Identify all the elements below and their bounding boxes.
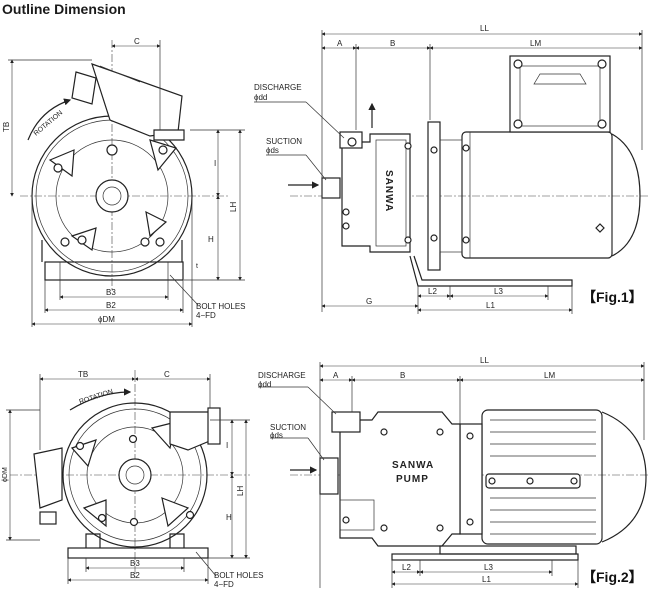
- fig2-dim-l1-label: L1: [482, 575, 491, 584]
- fig2-dim-b2-label: B2: [130, 571, 140, 580]
- fig2-bolt-holes-label: BOLT HOLES: [214, 571, 264, 580]
- fig2-dim-l3-label: L3: [484, 563, 493, 572]
- dim-b3-label: B3: [106, 288, 116, 297]
- fig2-dim-l2-label: L2: [402, 563, 411, 572]
- fig2-dim-b3-label: B3: [130, 559, 140, 568]
- fig2-rotation-label: ROTATION: [78, 388, 114, 406]
- dim-l3-label: L3: [494, 287, 503, 296]
- dim-l1-label: L1: [486, 301, 495, 310]
- fig2-dim-dm-label: ϕDM: [2, 467, 9, 482]
- fig2-brand-sanwa: SANWA: [392, 460, 434, 471]
- fig1-caption: 【Fig.1】: [582, 289, 643, 305]
- fd-label: 4−FD: [196, 311, 216, 320]
- dim-dm-label: ϕDM: [98, 315, 115, 324]
- fig2-front-view: TB C ROTATION ϕDM I LH H B3 B2 BOLT HOLE…: [2, 370, 264, 589]
- dim-tb-label: TB: [2, 122, 11, 132]
- fig2-discharge-dd-label: ϕdd: [258, 380, 271, 389]
- fig1-front-view: C TB ROTATION I LH H t B3 B2 ϕDM BOLT HO…: [2, 37, 246, 327]
- suction-ds-label: ϕds: [266, 146, 279, 155]
- discharge-label: DISCHARGE: [254, 83, 302, 92]
- fig2-dim-ll-label: LL: [480, 356, 489, 365]
- fig2-dim-c-label: C: [164, 370, 170, 379]
- fig1-brand: SANWA: [383, 170, 394, 212]
- fig2-dim-h-label: H: [226, 513, 232, 522]
- fig2-discharge-label: DISCHARGE: [258, 371, 306, 380]
- suction-label: SUCTION: [266, 137, 302, 146]
- fig2-dim-lh-label: LH: [236, 486, 245, 496]
- dim-lh-label: LH: [229, 202, 238, 212]
- fig2-fd-label: 4−FD: [214, 580, 234, 589]
- dim-lm-label: LM: [530, 39, 541, 48]
- dim-c-label: C: [134, 37, 140, 46]
- fig2-dim-i-label: I: [226, 441, 228, 450]
- fig2-brand-pump: PUMP: [396, 474, 429, 485]
- dim-g-label: G: [366, 297, 372, 306]
- fig2-suction-label: SUCTION: [270, 423, 306, 432]
- fig2-dim-tb-label: TB: [78, 370, 88, 379]
- dim-b-label: B: [390, 39, 395, 48]
- fig2-suction-ds-label: ϕds: [270, 431, 283, 440]
- bolt-holes-label: BOLT HOLES: [196, 302, 246, 311]
- dim-i-label: I: [214, 159, 216, 168]
- dim-l2-label: L2: [428, 287, 437, 296]
- fig2-dim-b-label: B: [400, 371, 405, 380]
- dim-t-label: t: [196, 263, 198, 270]
- fig2-dim-a-label: A: [333, 371, 339, 380]
- fig2-side-view: SANWA PUMP LL A B LM DISCHARGE ϕdd SUC: [258, 356, 650, 588]
- fig1-side-view: SANWA LL A B LM DISCHARGE ϕdd SUCTION: [254, 24, 650, 314]
- dim-a-label: A: [337, 39, 343, 48]
- fig2-caption: 【Fig.2】: [582, 569, 643, 585]
- dim-ll-label: LL: [480, 24, 489, 33]
- dim-h-label: H: [208, 235, 214, 244]
- dim-b2-label: B2: [106, 301, 116, 310]
- discharge-dd-label: ϕdd: [254, 93, 267, 102]
- fig2-dim-lm-label: LM: [544, 371, 555, 380]
- page-title: Outline Dimension: [2, 1, 126, 17]
